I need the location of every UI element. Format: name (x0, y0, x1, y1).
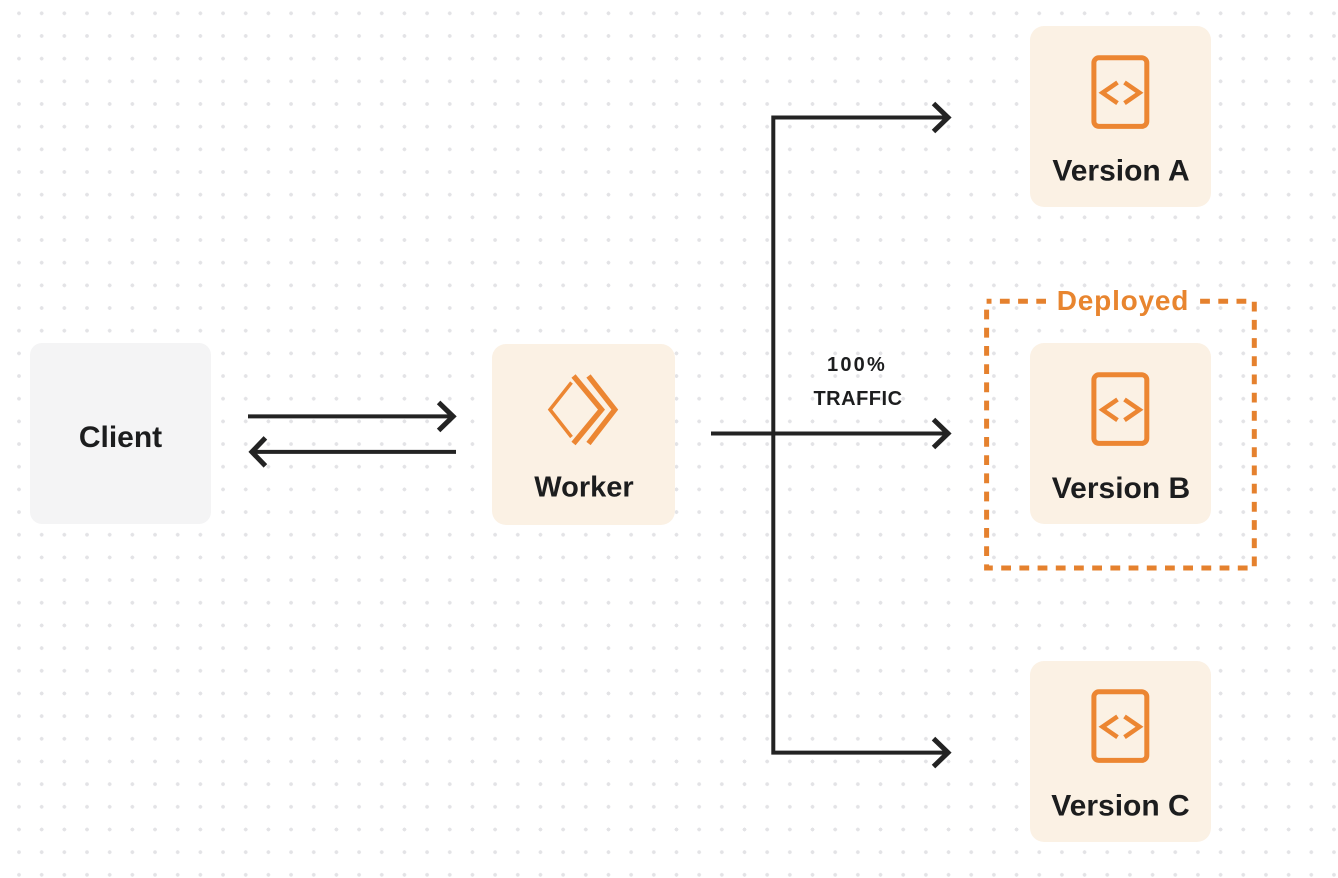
svg-text:TRAFFIC: TRAFFIC (813, 388, 902, 410)
svg-text:Deployed: Deployed (1057, 285, 1189, 316)
svg-text:Client: Client (79, 421, 162, 454)
svg-text:Version C: Version C (1051, 790, 1189, 823)
svg-text:Version A: Version A (1052, 155, 1189, 188)
svg-text:Worker: Worker (534, 472, 633, 504)
svg-text:100%: 100% (827, 354, 887, 376)
svg-text:Version B: Version B (1052, 472, 1190, 505)
